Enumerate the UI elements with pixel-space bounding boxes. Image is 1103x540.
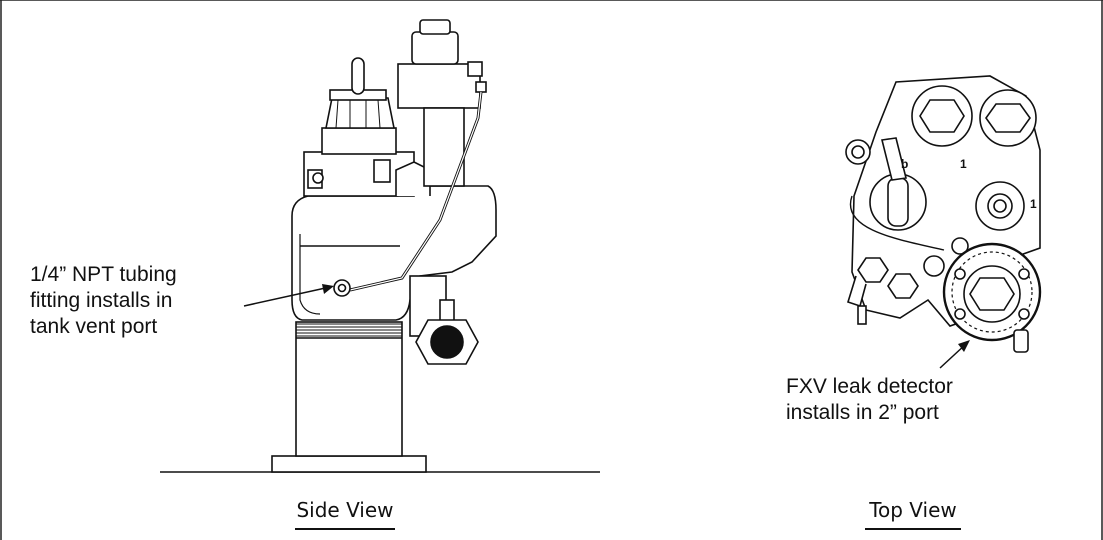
elbow-fitting <box>467 61 483 77</box>
side-view-drawing <box>160 19 600 473</box>
tube-nut <box>475 81 487 93</box>
discharge-opening <box>430 325 464 359</box>
top-view-caption-text: Top View <box>869 498 957 522</box>
tubing-inner <box>349 91 482 291</box>
fxv-callout-arrow <box>939 340 970 369</box>
handle-lever <box>351 57 365 95</box>
top-handle-lever <box>881 137 907 181</box>
pump-housing <box>291 185 497 321</box>
top-nut-a <box>857 257 889 283</box>
fxv-hex <box>969 277 1015 311</box>
top-nut-b <box>887 273 919 299</box>
top-marking-one-a: 1 <box>960 157 967 171</box>
top-nut-d <box>951 237 969 255</box>
base-plate <box>271 455 427 473</box>
top-tube <box>849 195 945 251</box>
side-view-underline <box>295 528 395 530</box>
top-marking-one-b: 1 <box>1030 197 1037 211</box>
pressure-cap <box>411 31 459 65</box>
fxv-callout-line-1: FXV leak detector <box>786 375 953 398</box>
side-view-caption: Side View <box>280 498 410 530</box>
tubing-callout-arrow <box>243 284 334 307</box>
side-view-caption-text: Side View <box>296 498 394 522</box>
tubing-callout-line-1: 1/4” NPT tubing <box>30 263 177 286</box>
fxv-bolt-4 <box>1018 308 1030 320</box>
top-handle-grip <box>887 177 909 227</box>
bolt-right <box>373 159 391 183</box>
fxv-bolt-2 <box>1018 268 1030 280</box>
top-view-caption: Top View <box>848 498 978 530</box>
top-view-drawing <box>845 75 1042 353</box>
tank-vent-hole <box>337 283 347 293</box>
housing-edge <box>299 234 321 315</box>
riser-threads <box>296 323 402 337</box>
pressure-knob <box>419 19 451 35</box>
fxv-bolt-1 <box>954 268 966 280</box>
top-nut-c <box>923 255 945 277</box>
fxv-callout: FXV leak detector installs in 2” port <box>786 374 953 426</box>
tubing-callout-line-3: tank vent port <box>30 315 158 338</box>
cap-base <box>321 127 397 155</box>
top-gauge-center <box>993 199 1007 213</box>
fxv-bolt-3 <box>954 308 966 320</box>
top-view-underline <box>865 528 961 530</box>
top-knob <box>1013 329 1029 353</box>
tubing-callout: 1/4” NPT tubing fitting installs in tank… <box>30 262 177 340</box>
top-elbow <box>847 275 867 308</box>
cap-ribs <box>335 99 381 129</box>
tubing-callout-line-2: fitting installs in <box>30 289 173 312</box>
fxv-callout-line-2: installs in 2” port <box>786 401 939 424</box>
cap-dome <box>325 97 395 129</box>
top-marking-b: b <box>901 157 908 171</box>
top-bolt-left-inner <box>851 145 865 159</box>
top-stub <box>857 305 867 325</box>
bolt-head-left <box>312 172 324 184</box>
top-port-b-hex <box>985 103 1031 133</box>
top-port-a-hex <box>919 99 965 133</box>
riser-pipe <box>295 321 403 457</box>
discharge-nipple <box>439 299 455 323</box>
